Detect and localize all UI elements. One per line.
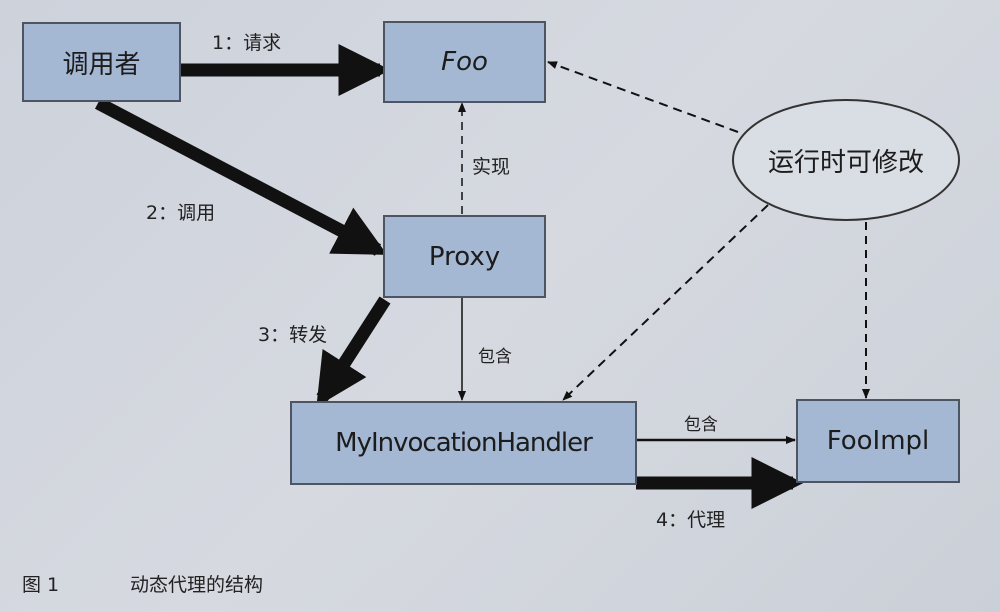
node-runtime-label: 运行时可修改 — [767, 147, 924, 178]
node-foo-label: Foo — [441, 47, 488, 77]
edge-label-invoke: 2：调用 — [146, 202, 216, 224]
node-proxy: Proxy — [383, 215, 546, 298]
edge-label-forward: 3：转发 — [258, 324, 328, 346]
node-handler: MyInvocationHandler — [290, 401, 637, 485]
caption-figure-number: 图 1 — [22, 574, 60, 596]
edge-label-implement: 实现 — [472, 156, 511, 178]
caption-title: 动态代理的结构 — [130, 574, 264, 596]
edge-label-request: 1：请求 — [212, 32, 282, 54]
node-fooimpl: FooImpl — [796, 399, 960, 483]
arrow-forward — [316, 296, 391, 407]
edge-label-delegate: 4：代理 — [656, 509, 726, 531]
node-runtime: 运行时可修改 — [733, 100, 959, 220]
runtime-ellipse-shape — [732, 99, 960, 221]
node-handler-label: MyInvocationHandler — [335, 428, 593, 458]
edge-label-contains-proxy: 包含 — [478, 347, 512, 367]
arrow-invoke — [94, 97, 388, 256]
arrow-runtime-foo — [547, 61, 739, 133]
arrow-runtime-handler — [562, 204, 769, 401]
node-foo: Foo — [383, 21, 546, 103]
node-fooimpl-label: FooImpl — [826, 426, 930, 456]
node-caller: 调用者 — [22, 22, 181, 102]
edge-label-contains-handler: 包含 — [684, 415, 718, 435]
node-caller-label: 调用者 — [62, 49, 141, 80]
node-proxy-label: Proxy — [428, 241, 501, 272]
